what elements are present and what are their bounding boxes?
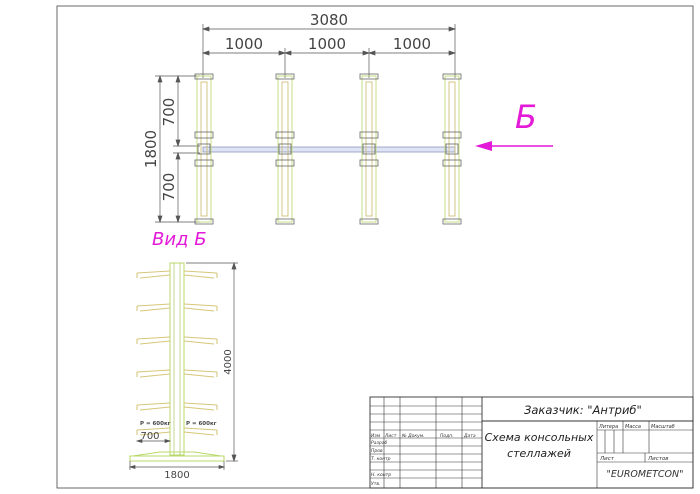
dim-depth [155,74,200,224]
dim-overall-width [201,24,457,78]
side-base [129,451,225,462]
load-left-label: P = 600кг [140,421,171,427]
hdr-mass: Масса [625,424,641,430]
side-column [169,262,185,456]
company-label: "EUROMETCON" [607,469,684,480]
dim-overall-width-label: 3080 [310,11,348,29]
side-view-title: Вид Б [152,229,207,250]
plan-upright-3 [359,73,379,225]
dim-spacing-1: 1000 [225,35,263,53]
hdr-scale: Масштаб [651,424,675,430]
dim-depth-lower: 700 [160,173,178,202]
hdr-sheets: Листов [647,456,669,462]
row-developed: Разраб [371,440,387,446]
row-checked: Пров [371,448,383,454]
hdr-sheet: Лист [599,456,615,462]
plan-upright-1 [194,73,214,225]
drawing-title-line1: Схема консольных [485,431,594,444]
customer-label: Заказчик: "Антриб" [524,403,642,417]
dim-arm-label: 700 [140,431,159,442]
title-block [369,396,694,489]
col-sign: Подп. [440,433,454,439]
col-izm: Изм [371,433,381,439]
dim-arm [135,439,172,443]
dim-depth-total: 1800 [142,130,160,168]
hdr-letter: Литера [598,424,618,430]
row-tcontrol: Т. контр [371,456,391,462]
load-right-label: P = 600кг [186,421,217,427]
col-doc: № Докум. [401,433,425,439]
view-arrow-icon [475,141,553,151]
dim-base [128,461,226,470]
row-approved: Утв. [371,481,380,487]
dim-height-label: 4000 [223,349,234,374]
plan-upright-4 [442,73,462,225]
plan-upright-2 [275,73,295,225]
plan-view: 3080 1000 1000 1000 [142,11,553,225]
dim-spacing-3: 1000 [393,35,431,53]
view-marker-label: Б [515,98,537,136]
col-date: Дата [463,433,476,439]
row-ncontrol: Н. контр [371,472,391,478]
side-view: P = 600кг P = 600кг 4000 700 1800 [128,261,238,481]
plan-beam [202,146,456,153]
dim-spacing [201,48,457,78]
dim-depth-upper: 700 [160,98,178,127]
dim-base-label: 1800 [164,470,189,481]
dim-spacing-2: 1000 [308,35,346,53]
side-arms [136,270,218,436]
drawing-title-line2: стеллажей [507,447,571,460]
dim-height [186,261,238,463]
col-list: Лист [384,433,397,439]
